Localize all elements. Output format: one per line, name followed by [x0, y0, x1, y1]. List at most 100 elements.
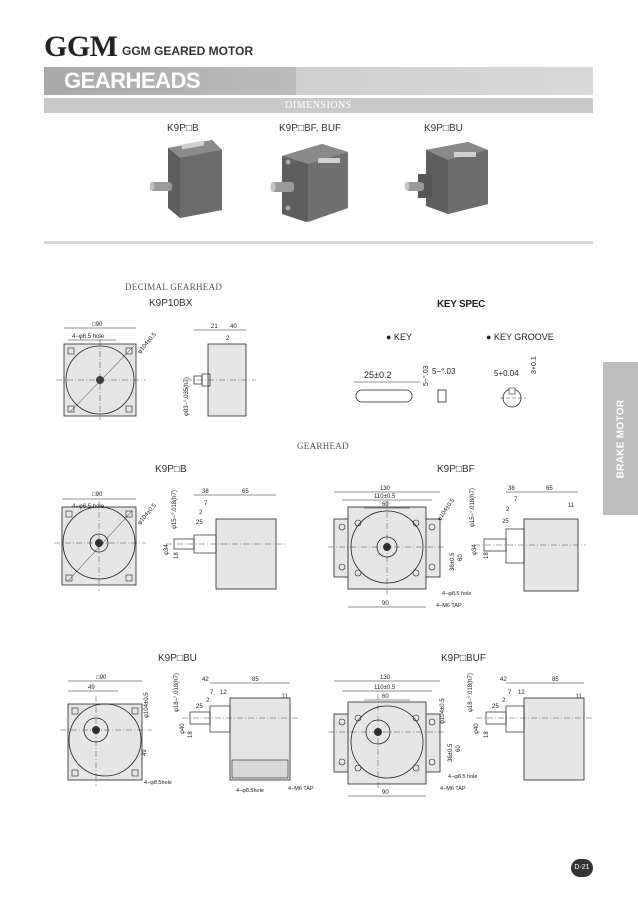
- drawing-title-buf: K9P□BUF: [441, 653, 486, 664]
- svg-text:25: 25: [196, 520, 203, 526]
- svg-text:25: 25: [196, 704, 203, 710]
- svg-text:60: 60: [382, 502, 389, 508]
- decimal-model-title: K9P10BX: [149, 298, 193, 309]
- svg-text:φ40: φ40: [474, 723, 480, 734]
- side-tab: [603, 362, 638, 515]
- svg-text:φ18−°.018(h7): φ18−°.018(h7): [174, 673, 180, 712]
- svg-text:4−φ8.5 hole: 4−φ8.5 hole: [448, 774, 477, 780]
- product-label-bu: K9P□BU: [424, 123, 463, 134]
- svg-text:φ34: φ34: [472, 544, 478, 555]
- svg-text:4−φ8.5hole: 4−φ8.5hole: [144, 780, 172, 786]
- drawing-title-bu: K9P□BU: [158, 653, 197, 664]
- svg-text:4−M6 TAP: 4−M6 TAP: [440, 786, 466, 792]
- section-title: GEARHEADS: [64, 68, 201, 93]
- svg-text:7: 7: [204, 501, 208, 507]
- product-label-bf-buf: K9P□BF, BUF: [279, 123, 342, 134]
- svg-text:18: 18: [484, 731, 490, 738]
- key-dim-25: 25±0.2: [364, 370, 391, 380]
- dim-2: 2: [226, 336, 230, 342]
- svg-text:φ34: φ34: [164, 544, 170, 555]
- svg-text:130: 130: [380, 675, 391, 681]
- svg-text:25: 25: [492, 704, 499, 710]
- dim-hole: 4−φ6.5 hole: [72, 334, 105, 340]
- svg-text:65: 65: [546, 486, 553, 492]
- svg-text:36±0.5: 36±0.5: [448, 743, 454, 762]
- svg-text:11: 11: [576, 694, 583, 700]
- svg-text:25: 25: [502, 519, 509, 525]
- svg-text:4−φ8.5 hole: 4−φ8.5 hole: [442, 591, 471, 597]
- svg-text:φ104±0.5: φ104±0.5: [137, 502, 158, 526]
- svg-text:11: 11: [282, 694, 289, 700]
- svg-text:90: 90: [382, 601, 389, 607]
- product-label-b: K9P□B: [167, 123, 199, 134]
- decimal-section-label: DECIMAL GEARHEAD: [125, 282, 223, 292]
- svg-text:2: 2: [206, 698, 210, 704]
- svg-text:2: 2: [199, 510, 203, 516]
- product-photo-bf-buf: [270, 144, 348, 222]
- page-number: D-21: [571, 859, 593, 877]
- keyspec-drawing: ● KEY ● KEY GROOVE 25±0.2 5−°.03 5−°.03 …: [354, 332, 554, 408]
- key-label: ● KEY: [386, 332, 412, 342]
- svg-text:7: 7: [210, 690, 214, 696]
- drawing-title-b: K9P□B: [155, 464, 187, 475]
- svg-text:7: 7: [508, 690, 512, 696]
- svg-text:φ18−°.018(h7): φ18−°.018(h7): [468, 673, 474, 712]
- svg-text:65: 65: [242, 489, 249, 495]
- dim-21: 21: [211, 324, 218, 330]
- svg-text:18: 18: [188, 731, 194, 738]
- svg-text:□90: □90: [96, 675, 107, 681]
- svg-text:38: 38: [202, 489, 209, 495]
- svg-text:18: 18: [484, 552, 490, 559]
- drawing-buf: 130 110±0.5 60 90 φ104±0.5 4−φ8.5 hole 4…: [328, 673, 592, 797]
- key-dim-5b: 5−°.03: [432, 367, 456, 376]
- keyspec-title: KEY SPEC: [437, 299, 485, 310]
- svg-text:4−φ6.5 hole: 4−φ6.5 hole: [72, 504, 105, 510]
- decimal-gearhead-drawing: □90 4−φ6.5 hole φ104±0.5 21 40 2 φ83−°.0…: [56, 322, 256, 420]
- dim-pcd: φ104±0.5: [137, 331, 158, 355]
- brand-logo: GGM: [44, 30, 118, 63]
- svg-text:φ15−°.018(h7): φ15−°.018(h7): [172, 490, 178, 529]
- section-banner-accent: [44, 67, 296, 95]
- svg-text:7: 7: [514, 497, 518, 503]
- drawing-bf: 130 110±0.5 60 90 φ104±0.5 4−φ8.5 hole 4…: [328, 486, 586, 609]
- svg-text:38: 38: [508, 486, 515, 492]
- dim-40: 40: [230, 324, 237, 330]
- product-photo-b: [150, 140, 222, 218]
- svg-text:□90: □90: [92, 492, 103, 498]
- svg-text:85: 85: [252, 677, 259, 683]
- drawing-title-bf: K9P□BF: [437, 464, 475, 475]
- svg-text:130: 130: [380, 486, 391, 492]
- key-groove-label: ● KEY GROOVE: [486, 332, 554, 342]
- section-separator: [44, 241, 593, 244]
- svg-text:36±0.5: 36±0.5: [450, 552, 456, 571]
- svg-text:φ104±0.5: φ104±0.5: [144, 692, 150, 718]
- svg-text:φ104±0.5: φ104±0.5: [437, 497, 457, 522]
- product-photo-bu: [404, 142, 488, 214]
- svg-text:49: 49: [142, 749, 148, 756]
- svg-text:60: 60: [382, 694, 389, 700]
- svg-text:18: 18: [174, 552, 180, 559]
- svg-text:60: 60: [458, 554, 464, 561]
- drawing-b: □90 4−φ6.5 hole φ104±0.5 38 65 7 2 25 φ3…: [54, 489, 286, 591]
- svg-text:φ40: φ40: [180, 723, 186, 734]
- dimensions-bar: [44, 98, 593, 113]
- svg-text:4−M6 TAP: 4−M6 TAP: [436, 603, 462, 609]
- svg-text:4−φ8.5hole: 4−φ8.5hole: [236, 788, 264, 794]
- groove-dim-3: 3+0.1: [531, 356, 538, 374]
- groove-dim-5: 5+0.04: [494, 369, 519, 378]
- key-dim-5: 5−°.03: [422, 365, 430, 386]
- svg-text:φ15−°.018(h7): φ15−°.018(h7): [470, 488, 476, 527]
- page-subtitle: GGM GEARED MOTOR: [122, 44, 254, 58]
- svg-text:110±0.5: 110±0.5: [374, 494, 396, 500]
- drawing-bu: □90 49 φ104±0.5 49 4−φ8.5hole 42 85 7 12…: [60, 673, 314, 794]
- svg-text:12: 12: [518, 690, 525, 696]
- svg-text:2: 2: [502, 698, 506, 704]
- svg-text:4−M6 TAP: 4−M6 TAP: [288, 786, 314, 792]
- svg-text:42: 42: [202, 677, 209, 683]
- svg-text:60: 60: [456, 745, 462, 752]
- svg-text:2: 2: [506, 507, 510, 513]
- gearhead-section-label: GEARHEAD: [297, 441, 349, 451]
- side-tab-label: BRAKE MOTOR: [615, 399, 626, 478]
- svg-text:12: 12: [220, 690, 227, 696]
- dimensions-label: DIMENSIONS: [285, 100, 352, 111]
